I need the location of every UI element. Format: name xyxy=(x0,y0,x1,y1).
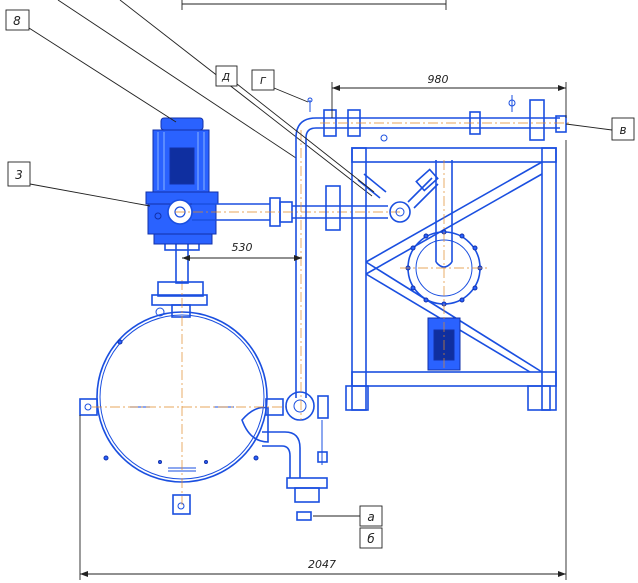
spherical-vessel xyxy=(79,294,284,515)
dimension-530 xyxy=(182,255,302,261)
svg-text:г: г xyxy=(260,73,267,87)
svg-text:а: а xyxy=(367,510,374,524)
lower-outlet xyxy=(262,420,328,521)
svg-text:д: д xyxy=(221,69,230,83)
callout-3: 3 xyxy=(7,161,151,207)
motor xyxy=(145,117,219,205)
callout-v: в xyxy=(565,117,635,141)
riser-pipe xyxy=(285,117,330,421)
callout-b: б xyxy=(359,527,383,549)
gearbox xyxy=(147,199,217,245)
dimension-980 xyxy=(331,82,567,118)
callout-a: а xyxy=(313,505,383,527)
top-manifold xyxy=(307,95,567,142)
svg-text:б: б xyxy=(367,532,375,546)
dimension-980-label: 980 xyxy=(428,73,449,86)
top-dimension-fragment xyxy=(181,0,447,10)
callout-8: 8 xyxy=(5,9,177,123)
valve-branch xyxy=(325,168,439,231)
callout-g: г xyxy=(251,69,309,103)
svg-text:3: 3 xyxy=(15,168,23,182)
svg-text:в: в xyxy=(619,123,626,137)
support-frame xyxy=(345,147,557,411)
svg-text:8: 8 xyxy=(13,14,21,28)
dimension-2047-label: 2047 xyxy=(308,558,336,571)
callout-d: д xyxy=(215,65,375,193)
dimension-530-label: 530 xyxy=(232,241,253,254)
dimension-2047 xyxy=(79,140,567,580)
